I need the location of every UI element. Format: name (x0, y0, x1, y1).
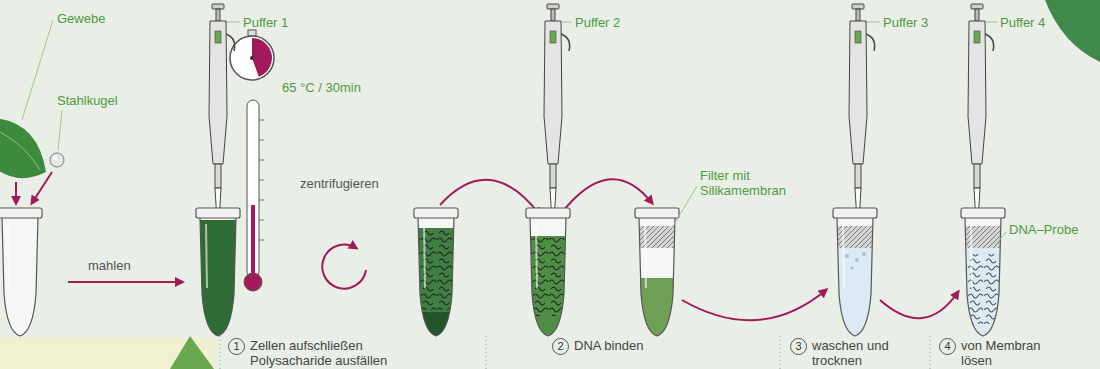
part-label: Filter mit Silikamembran (700, 168, 805, 198)
step-action-label: mahlen (88, 258, 131, 273)
callout-number: 2 (552, 338, 569, 355)
reagent-label: Puffer 3 (883, 15, 928, 30)
part-label: Stahlkugel (57, 93, 118, 108)
step-label: 2 DNA binden (552, 338, 684, 355)
reagent-label: Puffer 4 (1000, 15, 1045, 30)
callout-number: 1 (228, 338, 245, 355)
callout-number: 4 (939, 338, 956, 355)
step-action-label: zentrifugieren (300, 176, 379, 191)
step-label: 4 von Membran lösen (939, 338, 1053, 368)
step-description: DNA binden (574, 338, 684, 353)
step-description: von Membran lösen (961, 338, 1053, 368)
step-description: waschen und trocknen (812, 338, 907, 368)
reagent-label: Puffer 2 (575, 15, 620, 30)
reagent-label: Puffer 1 (243, 15, 288, 30)
part-label: Gewebe (57, 11, 105, 26)
product-label: DNA–Probe (1009, 222, 1078, 237)
step-label: 1 Zellen aufschließen Polysacharide ausfä… (228, 338, 425, 368)
step-label: 3 waschen und trocknen (790, 338, 907, 368)
callout-number: 3 (790, 338, 807, 355)
condition-label: 65 °C / 30min (282, 80, 361, 95)
step-description: Zellen aufschließen Polysacharide ausfäl… (250, 338, 425, 368)
